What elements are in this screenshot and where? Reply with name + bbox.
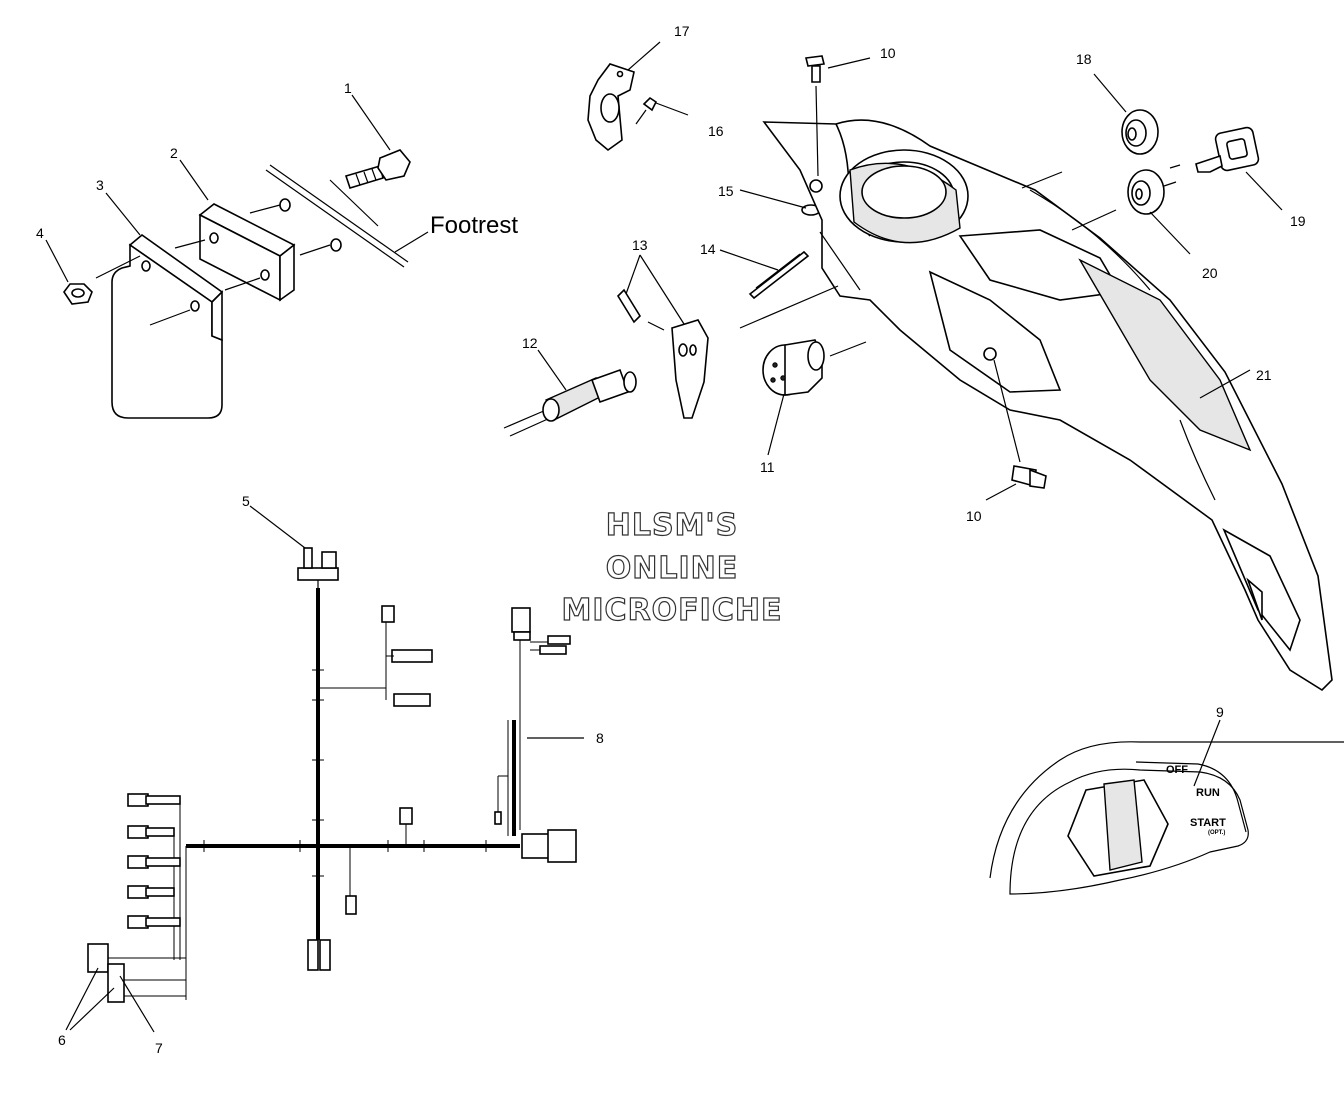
switch-run-label: RUN — [1196, 787, 1220, 799]
callout-11: 11 — [760, 459, 775, 475]
callout-10-top: 10 — [880, 45, 896, 61]
watermark-line-3: MICROFICHE — [562, 593, 783, 628]
screw-part-10-bottom — [1011, 465, 1047, 489]
callout-2: 2 — [170, 145, 178, 161]
washer — [330, 238, 342, 252]
callout-16: 16 — [708, 123, 724, 139]
callout-1: 1 — [344, 80, 352, 96]
switch-start-note: (OPT.) — [1208, 830, 1225, 836]
watermark-line-2: ONLINE — [606, 551, 739, 586]
washer — [279, 198, 291, 212]
callout-6: 6 — [58, 1032, 66, 1048]
callout-17: 17 — [674, 23, 690, 39]
callout-12: 12 — [522, 335, 538, 351]
spacer-part-2 — [198, 203, 296, 302]
callout-7: 7 — [155, 1040, 163, 1056]
callout-8: 8 — [596, 730, 604, 746]
bolt-part-1 — [344, 149, 411, 189]
grommet-part-18 — [1121, 109, 1159, 155]
key-part-19 — [1195, 126, 1260, 173]
callout-20: 20 — [1202, 265, 1218, 281]
mud-flap-assembly — [45, 94, 429, 419]
tie-part-14 — [748, 250, 810, 300]
callout-13: 13 — [632, 237, 648, 253]
mud-flap-part-3 — [111, 233, 224, 419]
callout-15: 15 — [718, 183, 734, 199]
callout-18: 18 — [1076, 51, 1092, 67]
switch-closeup-part-9: OFF RUN START (OPT.) — [989, 719, 1344, 895]
callout-19: 19 — [1290, 213, 1306, 229]
wire-harness — [65, 505, 584, 1033]
nut-part-20 — [1127, 169, 1165, 215]
screw-part-10-top — [805, 55, 825, 83]
nut-part-4 — [63, 283, 93, 305]
cable-part-12 — [503, 368, 637, 437]
switch-off-label: OFF — [1166, 764, 1188, 776]
callout-21: 21 — [1256, 367, 1272, 383]
screw-part-16 — [635, 96, 658, 125]
callout-10-bottom: 10 — [966, 508, 982, 524]
footrest-label: Footrest — [430, 212, 518, 239]
switch-start-label: START — [1190, 817, 1226, 829]
ignition-switch-part-11 — [762, 339, 825, 396]
callout-3: 3 — [96, 177, 104, 193]
watermark: HLSM'S ONLINE MICROFICHE — [561, 507, 783, 628]
side-panel-part-21 — [739, 55, 1333, 692]
switch-parts — [503, 41, 867, 456]
callout-4: 4 — [36, 225, 44, 241]
watermark-line-1: HLSM'S — [606, 508, 738, 543]
bracket-part-17 — [587, 63, 635, 152]
callout-5: 5 — [242, 493, 250, 509]
key-part-13 — [616, 288, 709, 419]
callout-14: 14 — [700, 241, 716, 257]
callout-9: 9 — [1216, 704, 1224, 720]
